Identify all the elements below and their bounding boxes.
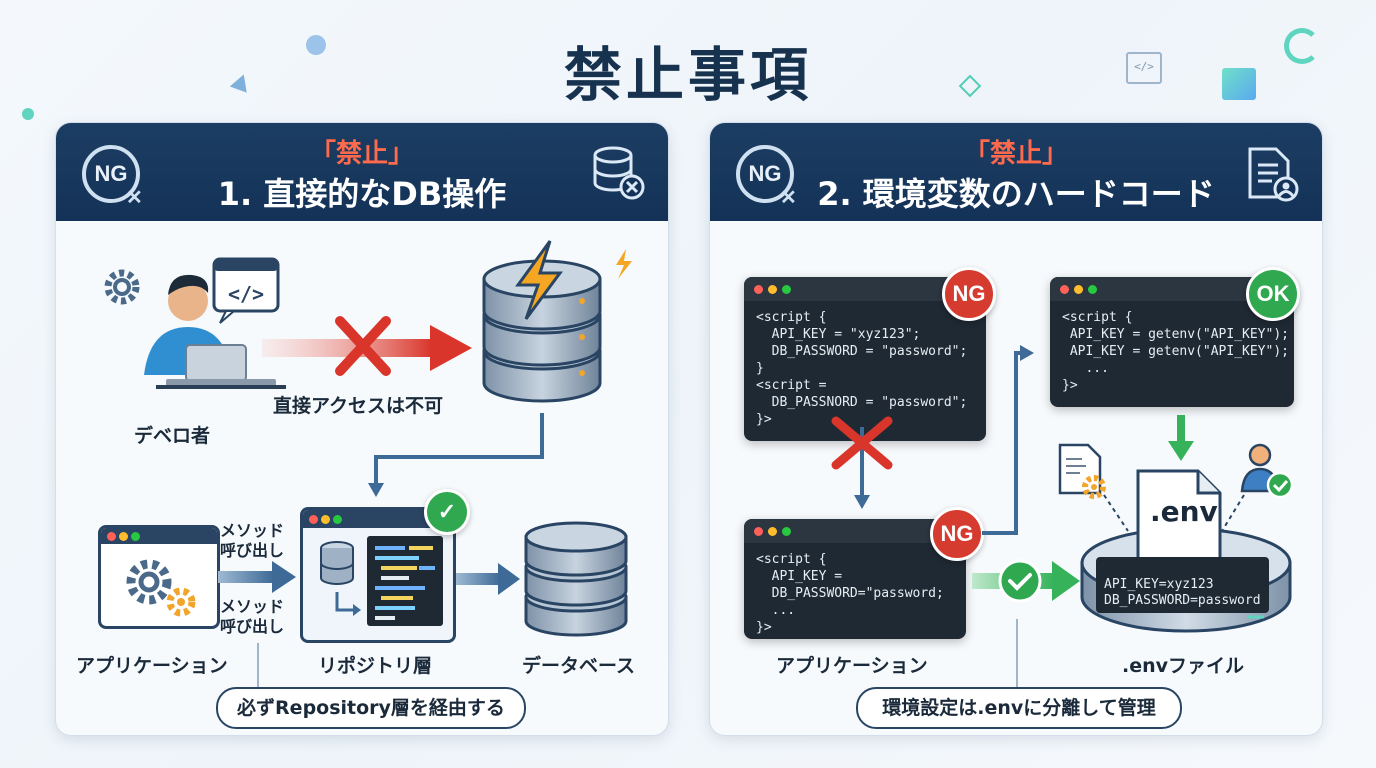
ng-badge: NG	[82, 145, 140, 203]
method-call-arrow	[218, 561, 296, 593]
code-ng-2: <script { API_KEY = DB_PASSWORD="passwor…	[756, 552, 944, 635]
decor-circle	[306, 35, 326, 55]
ng-flow-arrow	[831, 416, 893, 509]
ok-badge: OK	[1246, 267, 1300, 321]
database-icon	[524, 521, 628, 637]
lightning-icon	[515, 240, 563, 320]
pill-connector	[1016, 619, 1018, 689]
x-mark-icon	[831, 416, 893, 470]
env-file-label: .envファイル	[1122, 655, 1245, 677]
developer-label: デベロ者	[134, 425, 211, 447]
ng-badge: NG	[736, 145, 794, 203]
panel-header: NG ✕ 「禁止」 2. 環境変数のハードコード	[710, 123, 1322, 221]
repository-content-icon	[320, 536, 443, 626]
document-gear-icon	[1058, 443, 1106, 499]
connector-arrow	[368, 413, 544, 497]
env-file-name: .env	[1150, 495, 1218, 528]
panel-title: 2. 環境変数のハードコード	[817, 175, 1215, 213]
page-title: 禁止事項	[563, 41, 812, 109]
pill-connector	[257, 643, 259, 689]
gears-icon	[126, 559, 196, 617]
database-lightning-icon	[482, 240, 632, 403]
env-file-icon	[1136, 469, 1222, 569]
no-direct-access-label: 直接アクセスは不可	[273, 395, 444, 417]
panel-env-hardcode: NG ✕ 「禁止」 2. 環境変数のハードコード <script { API_K…	[709, 122, 1323, 736]
database-x-icon	[588, 145, 646, 207]
to-ok-connector	[982, 345, 1034, 535]
ok-down-arrow	[1168, 415, 1194, 461]
repository-label: リポジトリ層	[318, 655, 433, 677]
gear-icon	[104, 269, 140, 305]
decor-cube	[1222, 68, 1256, 100]
code-ng-1: <script { API_KEY = "xyz123"; DB_PASSWOR…	[756, 310, 968, 427]
application-label: アプリケーション	[76, 655, 228, 677]
method-call-label-2: メソッド呼び出し	[220, 597, 285, 636]
ng-x-icon: ✕	[780, 187, 797, 209]
svg-text:</>: </>	[228, 282, 264, 306]
check-icon	[1008, 573, 1032, 591]
dotted-links	[1103, 494, 1245, 532]
x-mark-icon	[335, 316, 391, 376]
panel-title: 1. 直接的なDB操作	[217, 175, 507, 213]
ng-badge-2: NG	[930, 507, 984, 561]
repo-to-db-arrow	[456, 563, 520, 595]
application-label: アプリケーション	[776, 655, 928, 677]
forbid-tag: 「禁止」	[309, 139, 414, 169]
code-window-ng-2: <script { API_KEY = DB_PASSWORD="passwor…	[744, 519, 966, 639]
footer-note-pill: 環境設定は.envに分離して管理	[856, 687, 1182, 729]
panel-direct-db: NG ✕ 「禁止」 1. 直接的なDB操作 </> デベロ者	[55, 122, 669, 736]
check-arrow	[972, 559, 1080, 603]
repository-window	[300, 507, 456, 643]
decor-ring	[1284, 28, 1320, 64]
env-content: API_KEY=xyz123 DB_PASSWORD=password	[1096, 557, 1269, 613]
ng-badge-1: NG	[942, 267, 996, 321]
user-check-icon	[1240, 443, 1294, 499]
database-label: データベース	[522, 655, 636, 677]
method-call-label-1: メソッド呼び出し	[220, 521, 285, 560]
ng-x-icon: ✕	[126, 187, 143, 209]
panel-header: NG ✕ 「禁止」 1. 直接的なDB操作	[56, 123, 668, 221]
application-window	[98, 525, 220, 629]
forbid-tag: 「禁止」	[963, 139, 1068, 169]
blocked-arrow	[262, 316, 472, 376]
code-ok: <script { API_KEY = getenv("API_KEY"); A…	[1062, 310, 1289, 393]
check-icon: ✓	[424, 489, 470, 535]
code-window-icon: </>	[1126, 52, 1162, 84]
decor-dot	[22, 108, 34, 120]
code-window-ok: <script { API_KEY = getenv("API_KEY"); A…	[1050, 277, 1294, 407]
footer-note-pill: 必ずRepository層を経由する	[216, 687, 526, 729]
developer-illustration: </>	[104, 257, 286, 389]
document-user-icon	[1242, 145, 1300, 207]
